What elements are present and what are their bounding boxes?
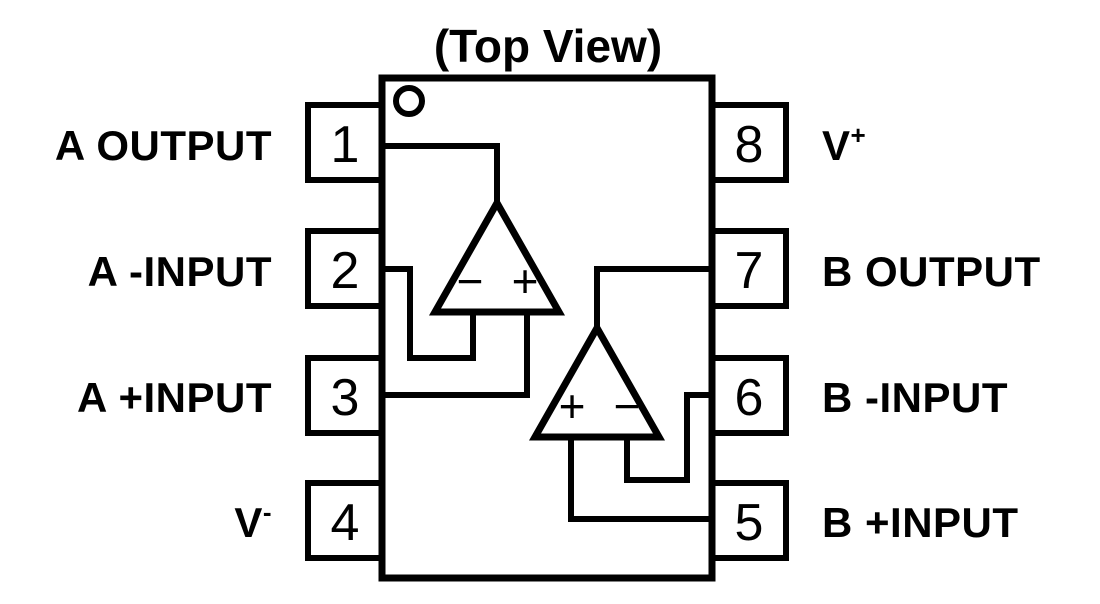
- pin-box-8[interactable]: [709, 102, 789, 183]
- pin-label-b-output-text: B OUTPUT: [822, 248, 1041, 295]
- pin-label-v-positive-text: V: [822, 122, 851, 169]
- pin-label-b-inverting-input: B -INPUT: [822, 374, 1008, 421]
- pin1-dot-circle: [393, 85, 425, 117]
- wire-pin6-to-ampB-inverting: [624, 392, 712, 483]
- pin-box-1[interactable]: [305, 102, 385, 183]
- pin-label-a-noninverting-input-text: A +INPUT: [77, 374, 272, 421]
- pin-label-a-output-text: A OUTPUT: [55, 122, 272, 169]
- pin-number-2: 2: [331, 242, 360, 300]
- pin-label-v-negative: V-: [234, 497, 272, 546]
- page-title: (Top View): [434, 20, 662, 72]
- pin-number-3: 3: [331, 369, 360, 427]
- pin-label-b-noninverting-input-text: B +INPUT: [822, 499, 1019, 546]
- wire-pin5-to-ampB-noninverting: [568, 437, 712, 522]
- pin-label-v-negative-text: V: [234, 499, 263, 546]
- pin-label-a-inverting-input: A -INPUT: [88, 248, 272, 295]
- amplifier-a-triangle: [428, 195, 566, 316]
- amplifier-b-noninverting-sign: +: [559, 380, 586, 432]
- pin-label-a-noninverting-input: A +INPUT: [77, 374, 272, 421]
- amplifier-a-inverting-sign: −: [457, 255, 484, 307]
- pin-number-1: 1: [331, 116, 360, 174]
- wire-pin7-to-ampB-output: [594, 266, 712, 331]
- pin-label-v-positive: V+: [822, 120, 866, 169]
- amplifier-a-noninverting-sign: +: [512, 255, 539, 307]
- chip-body-outline: [378, 74, 716, 582]
- pin-label-b-output: B OUTPUT: [822, 248, 1041, 295]
- amplifier-b-inverting-sign: −: [614, 380, 641, 432]
- pin-number-4: 4: [331, 494, 360, 552]
- pin-number-8: 8: [735, 116, 764, 174]
- pin-number-7: 7: [735, 242, 764, 300]
- wire-pin3-to-ampA-noninverting: [382, 312, 530, 398]
- wire-pin1-to-ampA-output: [382, 143, 500, 206]
- pin-label-v-positive-sup: +: [851, 120, 867, 150]
- wire-pin2-to-ampA-inverting: [382, 266, 476, 361]
- pin-number-5: 5: [735, 494, 764, 552]
- pin-label-v-negative-sup: -: [263, 497, 272, 527]
- pin-label-b-inverting-input-text: B -INPUT: [822, 374, 1008, 421]
- pin-label-a-output: A OUTPUT: [55, 122, 272, 169]
- pin-number-6: 6: [735, 369, 764, 427]
- pin-box-4[interactable]: [305, 480, 385, 561]
- pin-label-b-noninverting-input: B +INPUT: [822, 499, 1019, 546]
- pin-label-a-inverting-input-text: A -INPUT: [88, 248, 272, 295]
- amplifier-b-triangle: [528, 320, 666, 441]
